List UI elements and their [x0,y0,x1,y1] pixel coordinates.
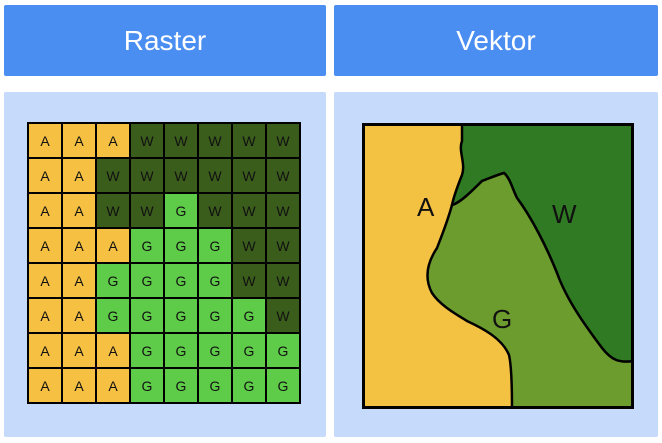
raster-header: Raster [4,5,326,76]
raster-cell: W [96,158,130,193]
raster-cell: W [130,158,164,193]
vector-border [362,123,634,409]
raster-cell: W [232,228,266,263]
raster-cell: W [266,263,300,298]
raster-cell: G [198,228,232,263]
raster-cell: G [198,298,232,333]
raster-cell: G [266,368,300,403]
raster-cell: A [62,228,96,263]
raster-cell: W [266,158,300,193]
raster-cell: A [28,193,62,228]
vector-label-G: G [492,304,512,334]
raster-cell: G [164,298,198,333]
raster-cell: A [62,193,96,228]
raster-cell: G [266,333,300,368]
raster-cell: G [164,263,198,298]
raster-cell: A [62,123,96,158]
raster-cell: G [164,228,198,263]
raster-cell: G [96,298,130,333]
raster-cell: G [198,263,232,298]
raster-cell: W [232,158,266,193]
raster-cell: W [232,193,266,228]
raster-cell: A [28,298,62,333]
raster-cell: A [96,123,130,158]
raster-cell: W [266,298,300,333]
vektor-title: Vektor [456,24,536,56]
raster-cell: A [96,333,130,368]
raster-cell: A [62,298,96,333]
raster-cell: A [62,263,96,298]
raster-cell: W [96,193,130,228]
vektor-panel: A W G [334,92,658,437]
raster-cell: G [130,333,164,368]
raster-cell: A [62,333,96,368]
raster-cell: G [130,228,164,263]
raster-cell: W [164,158,198,193]
raster-cell: A [62,368,96,403]
raster-cell: G [232,298,266,333]
raster-cell: W [232,263,266,298]
raster-cell: W [130,193,164,228]
raster-cell: G [198,333,232,368]
raster-cell: A [28,158,62,193]
raster-title: Raster [123,24,207,56]
raster-cell: A [28,263,62,298]
raster-cell: W [266,123,300,158]
raster-cell: W [232,123,266,158]
raster-cell: G [164,193,198,228]
raster-cell: A [28,228,62,263]
vektor-map: A W G [362,123,634,409]
raster-cell: W [164,123,198,158]
vector-label-A: A [417,192,435,222]
raster-cell: A [28,333,62,368]
raster-cell: W [130,123,164,158]
raster-cell: G [164,368,198,403]
raster-cell: A [96,228,130,263]
raster-cell: G [130,298,164,333]
raster-cell: G [232,333,266,368]
raster-cell: W [266,228,300,263]
raster-cell: A [28,123,62,158]
raster-cell: A [28,368,62,403]
raster-cell: A [96,368,130,403]
raster-cell: W [266,193,300,228]
vector-region-G [426,171,634,409]
raster-cell: G [232,368,266,403]
raster-cell: W [198,193,232,228]
raster-cell: A [62,158,96,193]
raster-cell: G [164,333,198,368]
raster-cell: G [96,263,130,298]
raster-cell: G [130,368,164,403]
raster-cell: G [130,263,164,298]
vector-label-W: W [552,199,577,229]
vektor-header: Vektor [334,5,658,76]
raster-cell: G [198,368,232,403]
raster-cell: W [198,158,232,193]
raster-cell: W [198,123,232,158]
